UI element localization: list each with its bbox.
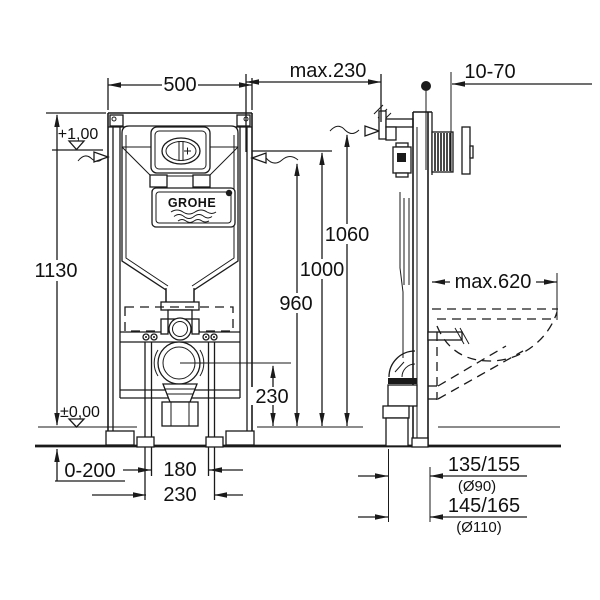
- dim-145-165-label: 145/165: [448, 495, 520, 517]
- dimension-outlet-230: 230: [251, 365, 292, 426]
- reference-dot: [421, 81, 431, 91]
- dim-500-label: 500: [163, 74, 196, 96]
- dimension-max230: max.230: [245, 60, 382, 152]
- clip-tab-right: [192, 174, 211, 188]
- flush-rod-opening: [161, 137, 201, 165]
- break-arrow-left-icon: [93, 151, 110, 163]
- frame-foot-right: [225, 430, 255, 446]
- registered-mark-dot: [225, 189, 233, 197]
- dim-d110-label: (Ø110): [456, 519, 502, 536]
- datum-symbol-zero-icon: [67, 418, 86, 428]
- dim-180-label: 180: [163, 459, 196, 481]
- clip-tab-left: [149, 174, 168, 188]
- dimension-10-70: 10-70: [421, 61, 592, 172]
- wall-break-marks: [77, 125, 381, 164]
- datum-zero-label: ±0,00: [60, 404, 100, 421]
- dimension-180: 180: [123, 459, 243, 481]
- break-arrow-right-icon: [250, 152, 267, 164]
- dim-960-label: 960: [279, 293, 312, 315]
- dimension-0-200: 0-200: [54, 449, 125, 482]
- datum-zero: ±0,00: [60, 404, 100, 428]
- drain-funnel: [162, 383, 198, 403]
- corner-plate-right: [236, 114, 251, 127]
- brand-logo-text: GROHE: [168, 196, 216, 210]
- bowl-outline: [436, 311, 558, 362]
- mounting-stud: [427, 331, 463, 341]
- datum-plus100-label: +1,00: [58, 126, 99, 143]
- dim-230-right-label: 230: [255, 386, 288, 408]
- dim-max230-label: max.230: [290, 60, 367, 82]
- corner-plate-left: [109, 114, 124, 127]
- dim-1130-label: 1130: [34, 260, 77, 282]
- frame-foot-left: [105, 430, 135, 446]
- dimension-230-bottom: 230: [92, 484, 243, 506]
- dim-max620-label: max.620: [455, 271, 532, 293]
- flush-bend: [388, 350, 416, 378]
- wall-plate: [461, 126, 471, 175]
- dim-1000-label: 1000: [300, 259, 345, 281]
- dim-d90-label: (Ø90): [458, 478, 496, 495]
- toilet-bowl-dashed: [428, 308, 558, 400]
- brand-logo-plate: GROHE: [151, 187, 236, 228]
- inspection-shaft: [150, 126, 211, 174]
- dimension-drain-offsets: 135/155 (Ø90) 145/165 (Ø110): [358, 449, 527, 536]
- wall-bracket: [378, 110, 387, 140]
- dimension-1130: 1130: [31, 112, 106, 426]
- floor-lines: [35, 426, 561, 448]
- break-arrow-side-icon: [364, 125, 381, 137]
- dim-135-155-label: 135/155: [448, 454, 520, 476]
- outlet-flange: [160, 301, 200, 311]
- dimension-500: 500: [107, 74, 253, 110]
- dim-0-200-label: 0-200: [64, 460, 115, 482]
- dim-1060-label: 1060: [325, 224, 370, 246]
- dimension-max620: max.620: [432, 271, 558, 320]
- dimension-heights: 1060 1000 960: [252, 134, 371, 426]
- drain-pipe-floor: [411, 437, 429, 448]
- datum-symbol-plus100-icon: [67, 140, 86, 151]
- dim-10-70-label: 10-70: [464, 61, 515, 83]
- side-view-frame: [373, 104, 474, 448]
- frame-mid-section: [120, 306, 291, 500]
- dim-230-bottom-label: 230: [163, 484, 196, 506]
- cistern-front: GROHE: [121, 125, 239, 320]
- datum-plus-100: +1,00: [52, 126, 103, 151]
